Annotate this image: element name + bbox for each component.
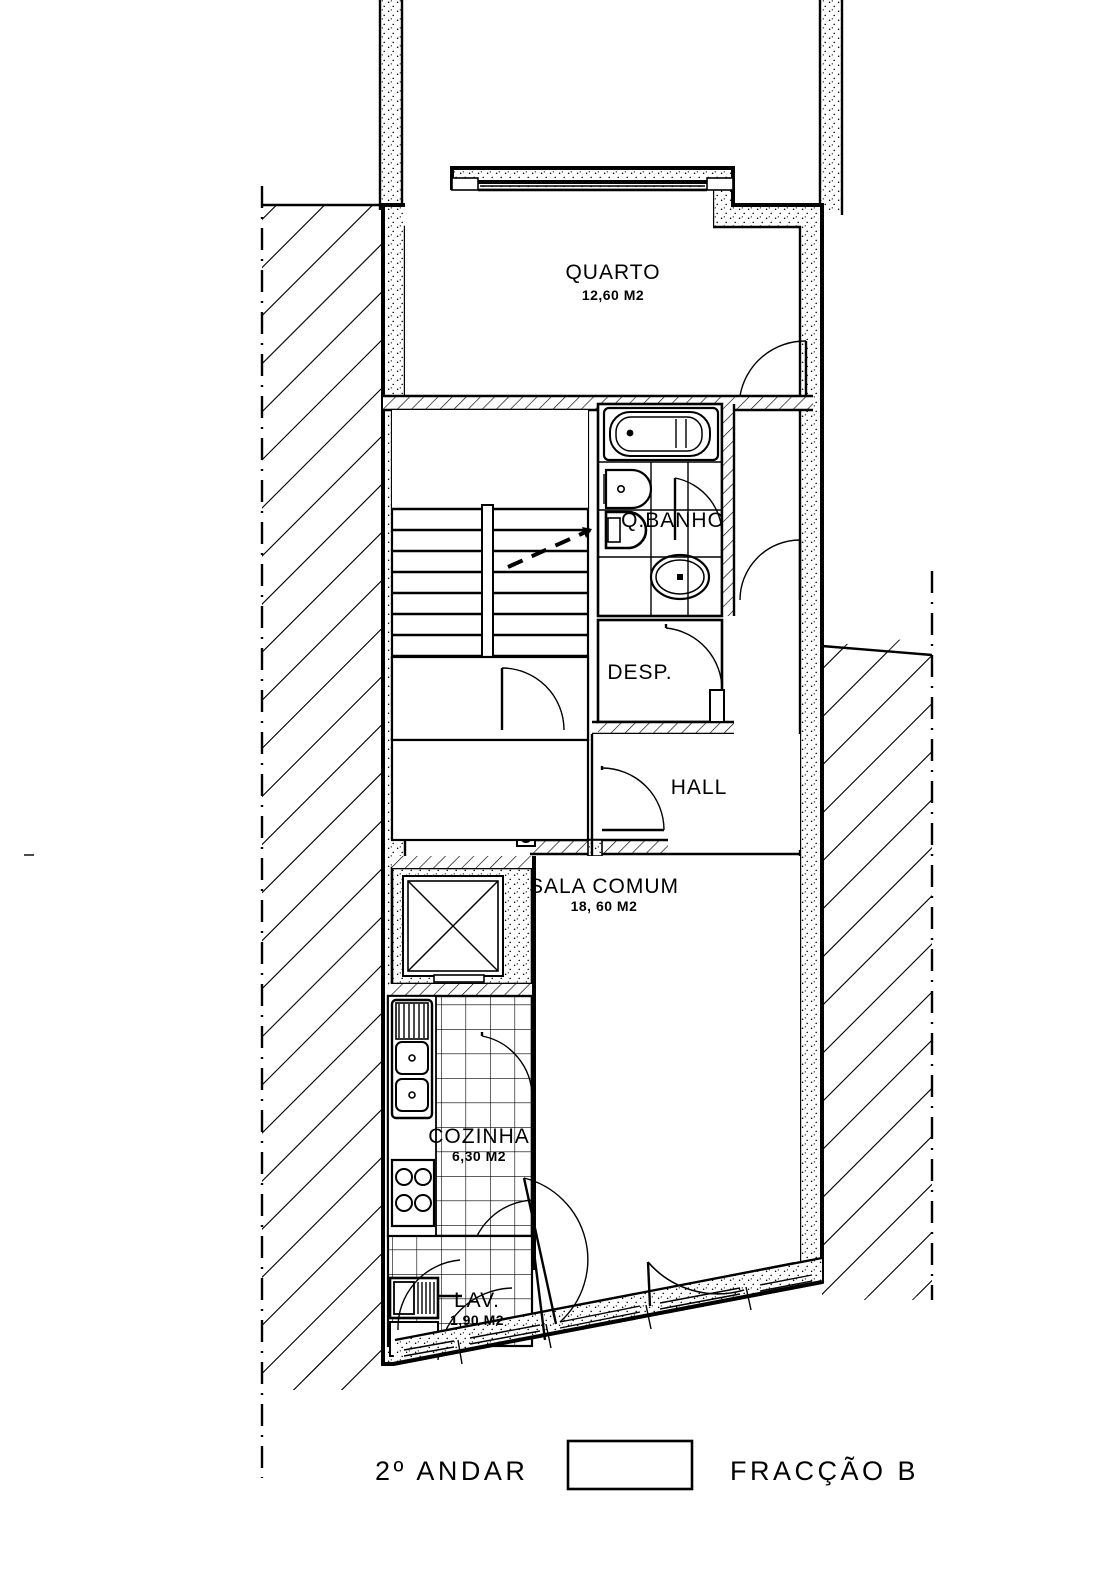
label-hall-name: HALL bbox=[671, 776, 728, 799]
door-sala-south-c bbox=[647, 1261, 745, 1295]
facade-openings bbox=[403, 1274, 813, 1365]
label-desp-name: DESP. bbox=[607, 661, 672, 684]
fixture-bidet bbox=[604, 510, 648, 550]
label-sala-comum-area: 18, 60 M2 bbox=[571, 898, 638, 914]
label-lav-name: LAV. bbox=[454, 1289, 500, 1312]
door-desp bbox=[664, 624, 725, 723]
title-block: 2º ANDAR FRACÇÃO B bbox=[375, 1439, 919, 1491]
room-labels: QUARTO 12,60 M2 Q.BANHO DESP. HALL SALA … bbox=[428, 261, 728, 1328]
door-sala-south-a bbox=[522, 1177, 589, 1325]
exterior-ground-hatch bbox=[262, 1330, 383, 1390]
party-wall-left bbox=[378, 0, 404, 212]
label-quarto-name: QUARTO bbox=[565, 261, 660, 284]
fixture-bathtub bbox=[602, 406, 720, 462]
label-sala-comum-name: SALA COMUM bbox=[529, 875, 679, 898]
room-sala-comum bbox=[532, 856, 800, 1270]
label-lav-area: 1,90 M2 bbox=[450, 1312, 504, 1328]
wall-bath-east bbox=[720, 404, 736, 616]
room-cozinha bbox=[386, 994, 536, 1262]
fixture-kitchen-sink bbox=[390, 998, 434, 1120]
room-desp bbox=[592, 618, 734, 736]
service-area-west bbox=[390, 738, 590, 842]
partition-lav-sala bbox=[530, 1235, 547, 1341]
door-quarto bbox=[739, 340, 808, 397]
fixture-washer bbox=[388, 1276, 462, 1320]
label-quarto-area: 12,60 M2 bbox=[582, 287, 644, 303]
stairwell bbox=[390, 408, 592, 742]
fixture-washbasin bbox=[649, 553, 711, 601]
party-wall-right bbox=[818, 0, 844, 215]
label-cozinha-area: 6,30 M2 bbox=[452, 1148, 506, 1164]
stair-direction-arrow bbox=[507, 527, 592, 569]
south-facade bbox=[392, 1177, 823, 1366]
door-stairwell bbox=[500, 667, 565, 731]
property-boundary bbox=[24, 186, 934, 1478]
neighbour-plot-left bbox=[262, 203, 383, 1390]
neighbour-plot-right bbox=[821, 637, 933, 1300]
wall-nib-hall bbox=[587, 734, 603, 857]
bathroom-floor-lines bbox=[598, 461, 722, 616]
legend-box bbox=[566, 1439, 694, 1491]
door-corridor-east bbox=[739, 539, 802, 601]
label-cozinha-name: COZINHA bbox=[428, 1125, 530, 1148]
label-q-banho-name: Q.BANHO bbox=[621, 509, 725, 532]
fixture-toilet bbox=[603, 468, 653, 510]
fixture-stove bbox=[390, 1158, 436, 1228]
caption-fraction-label: FRACÇÃO B bbox=[730, 1455, 919, 1486]
window-quarto bbox=[451, 177, 734, 192]
caption-floor-label: 2º ANDAR bbox=[375, 1456, 528, 1486]
door-hall-west bbox=[600, 766, 665, 832]
room-q-banho bbox=[596, 402, 724, 618]
